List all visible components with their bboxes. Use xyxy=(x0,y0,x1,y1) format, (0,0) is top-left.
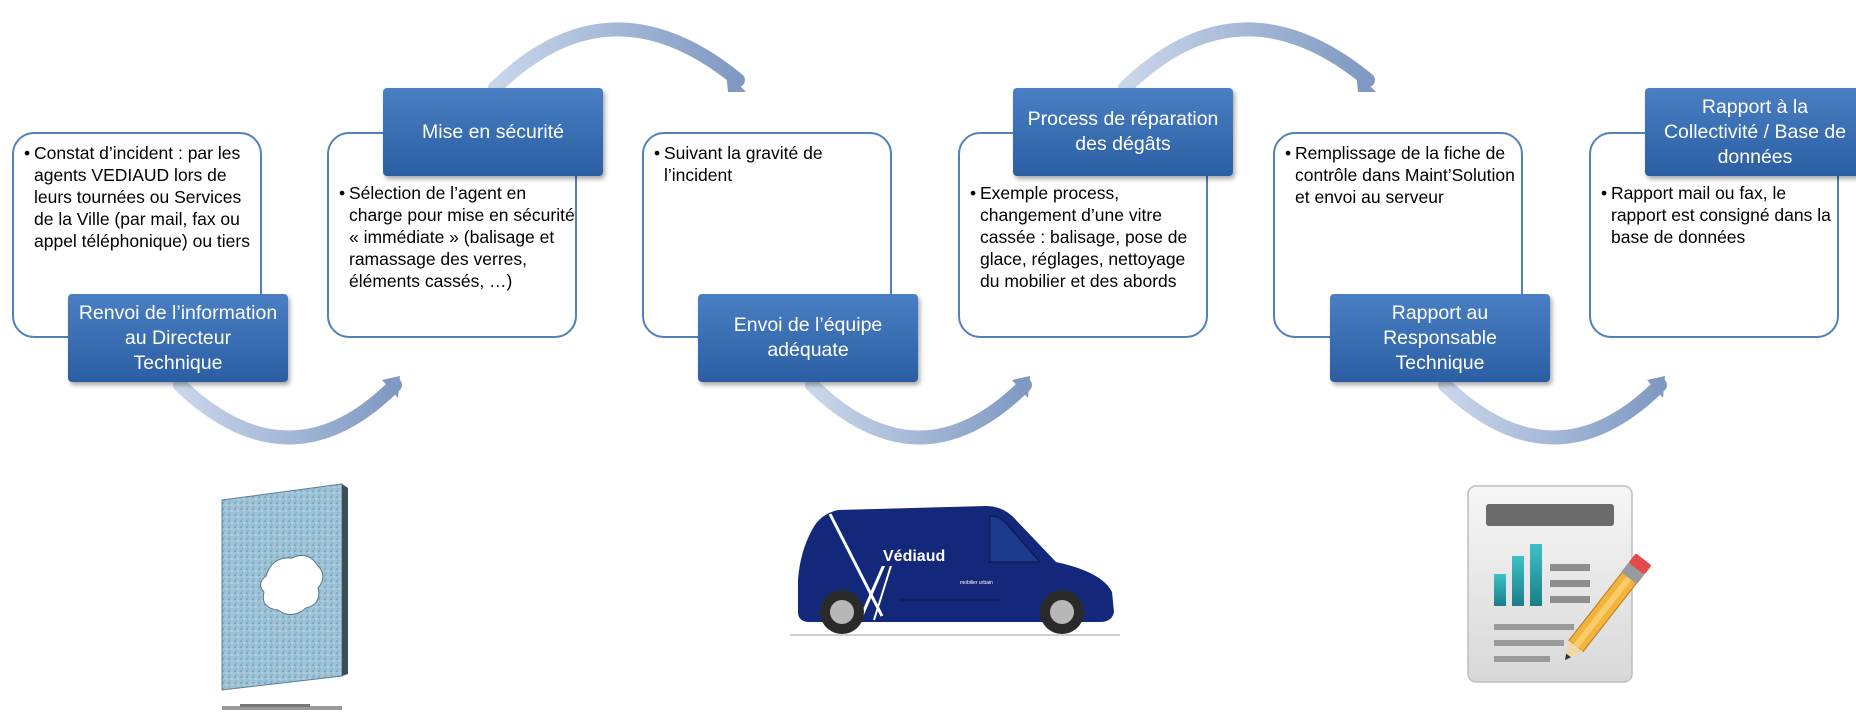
arrow-top-1 xyxy=(488,22,746,95)
arrow-top-2 xyxy=(1118,22,1376,95)
step-6-bullet: Rapport mail ou fax, le rapport est cons… xyxy=(1597,182,1837,248)
step-4-title: Process de réparation des dégâts xyxy=(1013,88,1233,176)
report-icon xyxy=(1467,485,1651,683)
step-2-bullet: Sélection de l’agent en charge pour mise… xyxy=(335,182,575,292)
arrow-bottom-2 xyxy=(805,376,1032,445)
van-side-text: mobilier urbain xyxy=(960,580,993,586)
arrow-bottom-3 xyxy=(1438,376,1667,445)
step-3-title: Envoi de l’équipe adéquate xyxy=(698,294,918,382)
van-brand-text: Védiaud xyxy=(883,548,945,565)
step-5-title: Rapport au Responsable Technique xyxy=(1330,294,1550,382)
arrow-bottom-1 xyxy=(173,376,402,445)
step-1-title: Renvoi de l’information au Directeur Tec… xyxy=(68,294,288,382)
step-2-title: Mise en sécurité xyxy=(383,88,603,176)
van-icon: Védiaud mobilier urbain xyxy=(790,506,1120,636)
step-3-bullet: Suivant la gravité de l’incident xyxy=(650,142,888,186)
step-6-title: Rapport à la Collectivité / Base de donn… xyxy=(1645,88,1856,176)
step-1-bullet: Constat d’incident : par les agents VEDI… xyxy=(20,142,258,252)
broken-glass-icon xyxy=(221,483,348,710)
step-4-bullet: Exemple process, changement d’une vitre … xyxy=(966,182,1206,292)
step-5-bullet: Remplissage de la fiche de contrôle dans… xyxy=(1281,142,1519,208)
